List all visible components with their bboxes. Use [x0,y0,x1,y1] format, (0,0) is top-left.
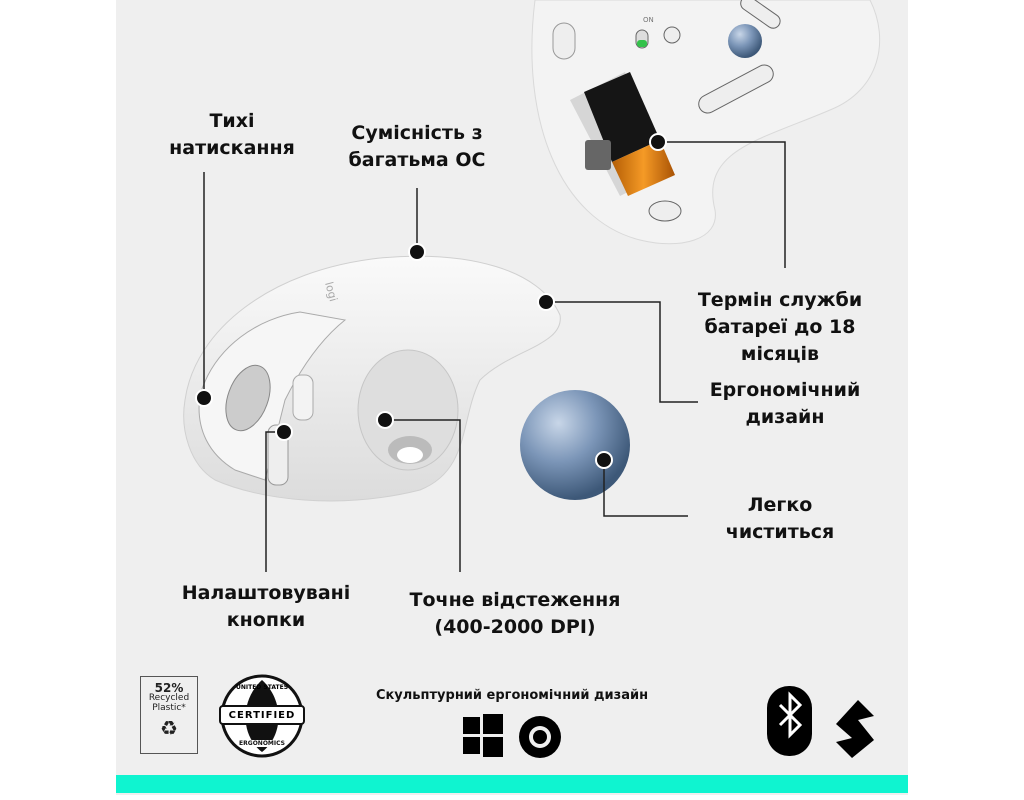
callout-line: Ергономічний [709,379,861,401]
certified-ergonomics-badge [219,674,305,758]
callout-custom-buttons: Налаштовувані кнопки [182,580,351,634]
mouse-side-view: logi [183,255,561,502]
certified-top-text: UNITED STATES [235,684,289,691]
callout-battery: Термін служби батареї до 18 місяців [698,287,862,368]
callout-line: багатьма ОС [348,149,486,171]
switch-label: ON [643,16,654,24]
recycle-icon: ♻ [160,716,178,740]
callout-line: дизайн [745,406,825,428]
callout-line: натискання [169,137,295,159]
callout-line: Точне відстеження [409,589,621,611]
callout-dots [195,133,667,469]
callout-line: Налаштовувані [181,582,351,604]
callout-line: місяців [740,343,820,365]
callout-line: Сумісність з [351,122,483,144]
callout-ergonomic: Ергономічний дизайн [710,377,861,431]
callout-line: Термін служби [697,289,863,311]
callout-line: батареї до 18 [704,316,856,338]
recycled-line1: Recycled [148,693,190,703]
certified-middle-text: CERTIFIED [228,710,296,721]
power-switch [637,40,647,47]
recycled-line2: Plastic* [152,703,186,713]
recycled-plastic-badge: 52% Recycled Plastic* ♻ [140,676,198,754]
connect-button [663,26,681,44]
battery [584,72,660,162]
callout-easy-clean: Легко чиститься [726,492,834,546]
callout-multi-os: Сумісність з багатьма ОС [349,120,486,174]
callout-line: Тихі [209,110,255,132]
callout-line: (400-2000 DPI) [434,616,596,638]
certified-bottom-text: ERGONOMICS [239,740,285,747]
bluetooth-icon [767,686,812,756]
windows-icon [463,714,503,757]
callout-tracking: Точне відстеження (400-2000 DPI) [410,587,621,641]
chrome-icon [519,716,561,758]
callout-line: чиститься [725,521,835,543]
accent-band [116,775,908,793]
callout-line: кнопки [226,609,306,631]
mouse-bottom-view: ON [531,0,881,245]
leader-lines [203,141,786,572]
callout-line: Легко [747,494,813,516]
callout-quiet-clicks: Тихі натискання [169,108,295,162]
logi-bolt-icon [836,700,874,758]
mouse-logo: logi [322,280,340,303]
trackball [520,390,630,500]
recycled-percent: 52% [154,681,184,695]
sculpted-design-text: Скульптурний ергономічний дизайн [375,688,649,703]
